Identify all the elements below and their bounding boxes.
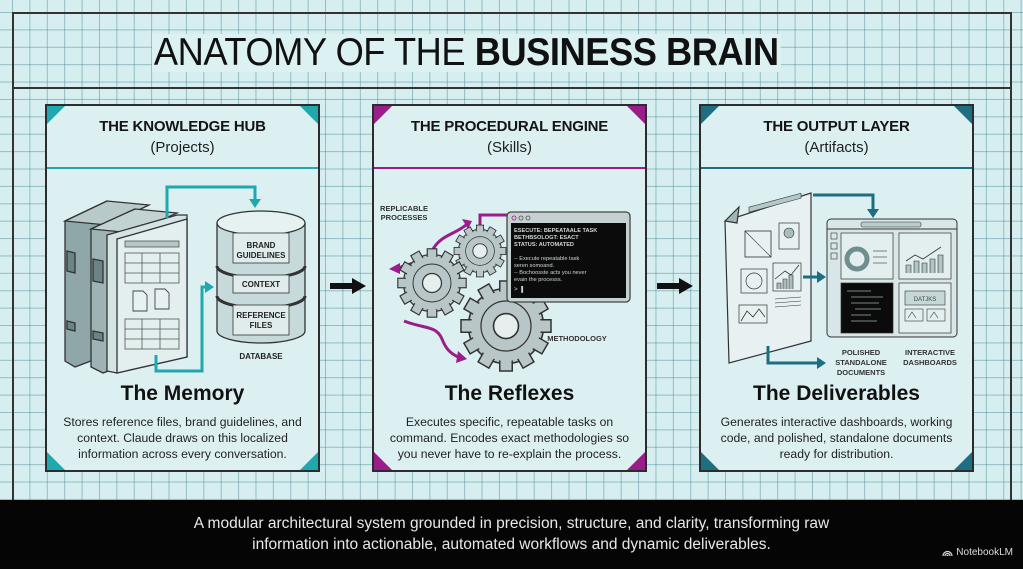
corner-accent <box>300 452 318 470</box>
docs-label: DOCUMENTS <box>837 368 885 376</box>
caption-line: information into actionable, automated w… <box>252 536 771 553</box>
arrow-head-icon <box>205 281 214 293</box>
corner-accent <box>954 452 972 470</box>
panel-subtitle: (Artifacts) <box>804 139 869 156</box>
terminal-line: -- Execute repeatable task <box>514 256 579 262</box>
database-icon <box>215 210 307 344</box>
docs-label: STANDALONE <box>835 358 887 367</box>
corner-accent <box>954 106 972 124</box>
arrow-head-icon <box>817 271 826 283</box>
connector-arrow <box>813 193 875 211</box>
outer-frame <box>12 12 1012 500</box>
brand-watermark: NotebookLM <box>942 542 1013 563</box>
notebooklm-logo-icon <box>942 550 953 557</box>
dashboards-label: DASHBOARDS <box>903 358 957 367</box>
dashboards-label: INTERACTIVE <box>905 348 955 357</box>
page-title: ANATOMY OF THE BUSINESS BRAIN <box>152 31 781 74</box>
corner-accent <box>300 106 318 124</box>
corner-accent <box>374 106 392 124</box>
replicable-label: PROCESSES <box>381 213 428 222</box>
output-illustration: DATJKS POLISHED STANDALONE DOCUMENTS INT… <box>723 192 958 376</box>
replicable-label: REPLICABLE <box>380 204 428 213</box>
flow-arrow-icon <box>330 278 366 294</box>
db-label: FILES <box>250 321 273 330</box>
arrow-head-icon <box>867 209 879 218</box>
panel-heading: The Reflexes <box>444 382 575 405</box>
title-bold: BUSINESS BRAIN <box>474 31 779 74</box>
corner-accent <box>374 452 392 470</box>
panel-divider <box>374 167 645 169</box>
db-label: GUIDELINES <box>237 251 287 260</box>
spreadsheet-icon <box>124 240 180 350</box>
panel-title: THE KNOWLEDGE HUB <box>99 118 266 135</box>
panel-subtitle: (Skills) <box>487 139 532 156</box>
books-icon <box>62 200 188 374</box>
flow-arrow-icon <box>657 278 693 294</box>
arrow-head-icon <box>249 199 261 208</box>
arrow-head-icon <box>462 219 472 229</box>
corner-accent <box>47 452 65 470</box>
document-icon <box>723 192 812 364</box>
dashboard-widget-label: DATJKS <box>914 297 937 303</box>
db-label: BRAND <box>247 241 276 250</box>
arrow-head-icon <box>389 263 400 274</box>
title-divider <box>12 87 1012 89</box>
connector-arrow <box>766 346 819 365</box>
gear-icon <box>397 248 467 318</box>
dashboard-window-icon <box>826 218 958 338</box>
terminal-line: STATUS: AUTOMATED <box>514 242 574 248</box>
panel-output-layer: THE OUTPUT LAYER (Artifacts) <box>699 104 974 472</box>
panel-header: THE OUTPUT LAYER (Artifacts) <box>701 118 972 156</box>
brand-name: NotebookLM <box>956 547 1013 558</box>
procedural-illustration: REPLICABLE PROCESSES ESECUTE: BEPEATAALE… <box>380 204 631 372</box>
connector-arrow <box>165 185 257 218</box>
curved-arrow <box>403 319 459 359</box>
caption-line: A modular architectural system grounded … <box>193 515 830 532</box>
panel-title: THE PROCEDURAL ENGINE <box>410 118 609 135</box>
corner-accent <box>627 452 645 470</box>
terminal-window-icon <box>506 211 631 303</box>
panel-title: THE OUTPUT LAYER <box>763 118 910 135</box>
terminal-line: ESECUTE: BEPEATAALE TASK <box>514 228 597 234</box>
arrow-head-icon <box>456 351 467 363</box>
panel-description: Stores reference files, brand guidelines… <box>63 415 302 461</box>
methodology-label: METHODOLOGY <box>547 334 607 343</box>
panel-heading: The Deliverables <box>753 382 920 405</box>
terminal-line: evain the processs. <box>514 277 563 283</box>
panel-subtitle: (Projects) <box>150 139 215 156</box>
panel-knowledge-hub: THE KNOWLEDGE HUB (Projects) <box>45 104 320 472</box>
docs-label: POLISHED <box>842 348 881 357</box>
caption-bar: A modular architectural system grounded … <box>0 500 1023 569</box>
title-regular: ANATOMY OF THE <box>153 31 475 74</box>
panel-description: Executes specific, repeatable tasks on c… <box>389 415 630 461</box>
panel-header: THE KNOWLEDGE HUB (Projects) <box>47 118 318 156</box>
db-label: CONTEXT <box>242 280 280 289</box>
terminal-line: -- Bochoosste acts you never <box>514 270 587 276</box>
corner-accent <box>701 106 719 124</box>
terminal-line: BETHBSOLOGT: ESACT <box>514 235 579 241</box>
connector-arrow <box>154 285 207 373</box>
panel-divider <box>47 167 318 169</box>
terminal-line: seren somoand. <box>514 263 555 269</box>
knowledge-illustration: BRAND GUIDELINES CONTEXT REFERENCE FILES… <box>62 185 307 374</box>
arrow-head-icon <box>817 357 826 369</box>
corner-accent <box>627 106 645 124</box>
corner-accent <box>701 452 719 470</box>
panel-heading: The Memory <box>120 382 245 405</box>
panel-description: Generates interactive dashboards, workin… <box>720 415 953 461</box>
panel-header: THE PROCEDURAL ENGINE (Skills) <box>374 118 645 156</box>
db-caption: DATABASE <box>239 352 283 361</box>
document-icon <box>132 288 170 312</box>
corner-accent <box>47 106 65 124</box>
panel-procedural-engine: THE PROCEDURAL ENGINE (Skills) <box>372 104 647 472</box>
code-lines-icon <box>847 290 883 322</box>
panel-divider <box>701 167 972 169</box>
terminal-prompt: > ▌ <box>514 286 525 293</box>
db-label: REFERENCE <box>236 311 286 320</box>
